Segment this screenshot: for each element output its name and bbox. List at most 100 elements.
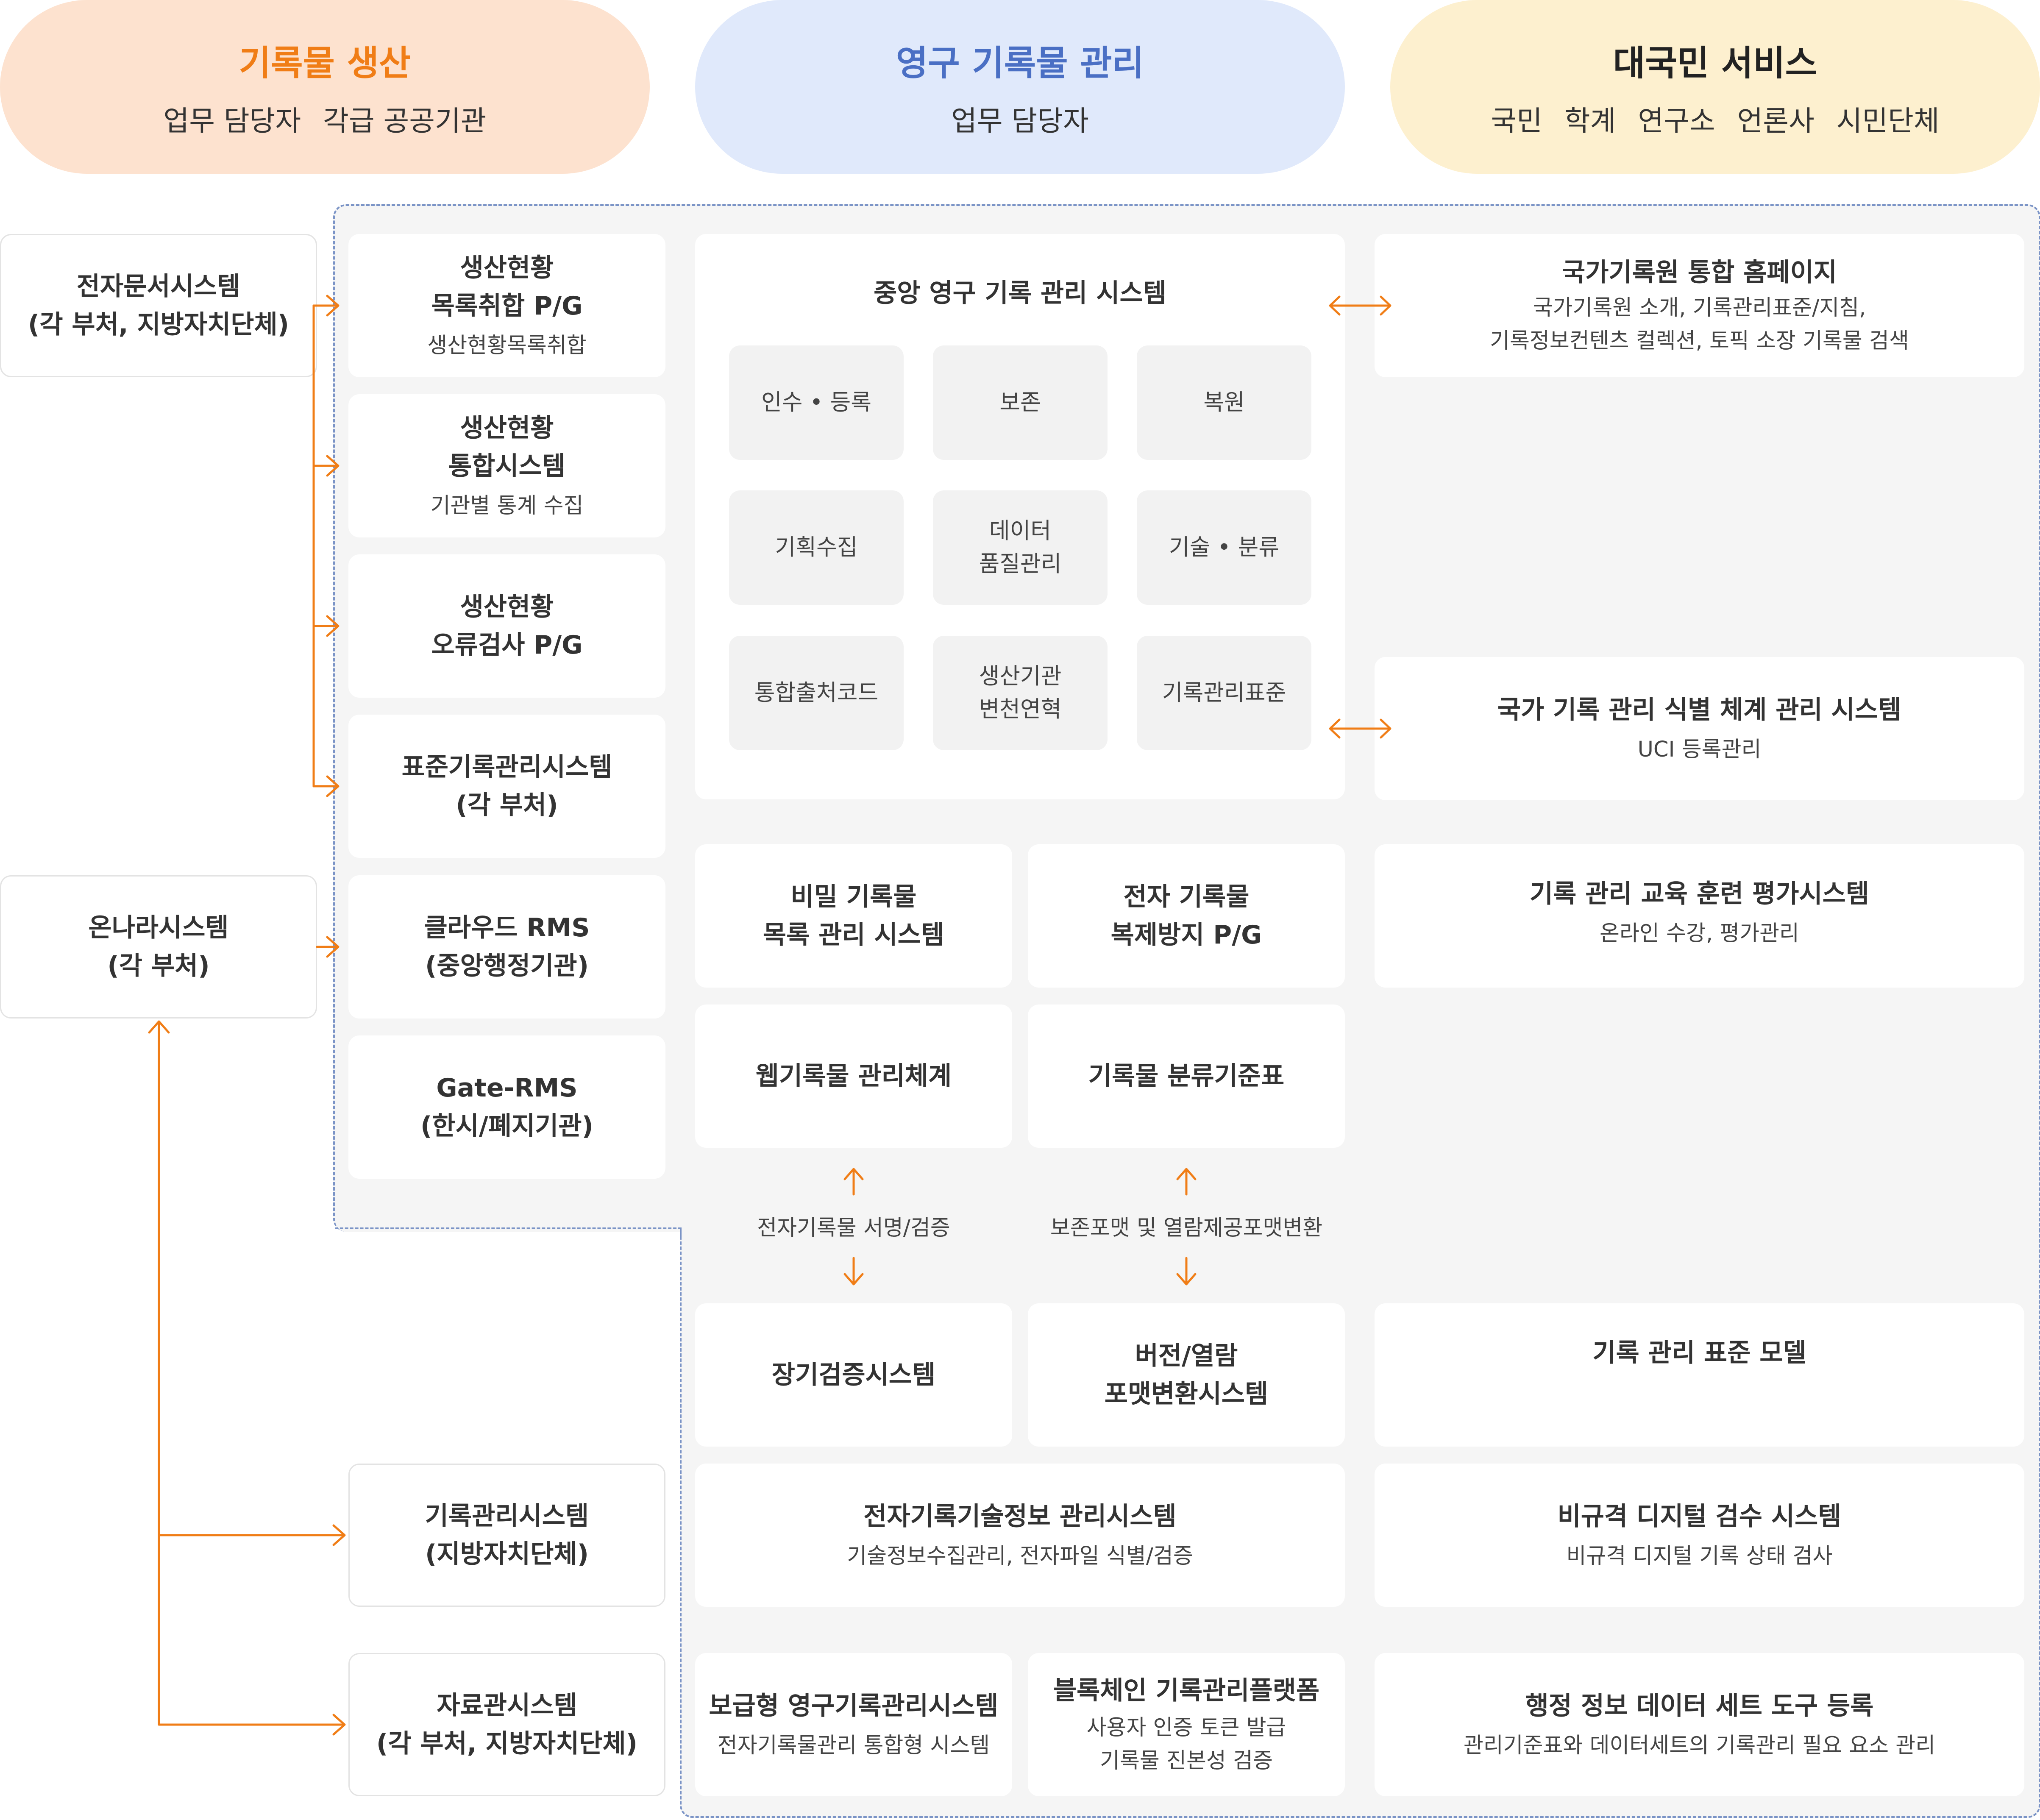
header-production-sub-2: 각급 공공기관 (323, 105, 487, 137)
nonstd-digital-system: 비규격 디지털 검수 시스템 비규격 디지털 기록 상태 검사 (1375, 1464, 2024, 1607)
header-service-sub-1: 국민 (1491, 105, 1542, 137)
integrated-system: 생산현황 통합시스템 기관별 통계 수집 (348, 394, 665, 537)
dist-rms-sub: 전자기록물관리 통합형 시스템 (717, 1733, 990, 1758)
dataset-title: 행정 정보 데이터 세트 도구 등록 (1525, 1691, 1874, 1721)
module-preservation: 보존 (933, 345, 1108, 460)
dist-rms: 보급형 영구기록관리시스템 전자기록물관리 통합형 시스템 (695, 1653, 1012, 1796)
nonstd-title: 비규격 디지털 검수 시스템 (1557, 1502, 1842, 1531)
header-service-subs: 국민 학계 연구소 언론사 시민단체 (1390, 98, 2040, 139)
edu-sub: 온라인 수강, 평가관리 (1600, 921, 1799, 946)
dist-rms-title: 보급형 영구기록관리시스템 (709, 1691, 999, 1721)
edms-trunk-line (312, 304, 318, 788)
blockchain-platform: 블록체인 기록관리플랫폼 사용자 인증 토큰 발급 기록물 진본성 검증 (1028, 1653, 1345, 1796)
module-data-quality: 데이터 품질관리 (933, 490, 1108, 605)
error-check-pg: 생산현황 오류검사 P/G (348, 554, 665, 698)
techinfo-title: 전자기록기술정보 관리시스템 (863, 1502, 1177, 1531)
nonstd-sub: 비규격 디지털 기록 상태 검사 (1566, 1544, 1833, 1569)
cloud-rms-title: 클라우드 RMS (중앙행정기관) (424, 913, 590, 981)
longterm-verify-system: 장기검증시스템 (695, 1303, 1012, 1447)
integrated-system-sub: 기관별 통계 수집 (430, 493, 584, 518)
catalog-pg-sub: 생산현황목록취합 (427, 333, 587, 358)
arrow-to-integrated (312, 455, 340, 477)
uci-title: 국가 기록 관리 식별 체계 관리 시스템 (1497, 695, 1902, 725)
classification-title: 기록물 분류기준표 (1088, 1061, 1285, 1091)
blockchain-title: 블록체인 기록관리플랫폼 (1053, 1676, 1320, 1706)
local-rms-title: 기록관리시스템 (지방자치단체) (425, 1501, 589, 1569)
techinfo-system: 전자기록기술정보 관리시스템 기술정보수집관리, 전자파일 식별/검증 (695, 1464, 1345, 1607)
arrow-to-archive (158, 1714, 346, 1736)
arrow-up-classification (1176, 1168, 1197, 1196)
secret-records-system: 비밀 기록물 목록 관리 시스템 (695, 844, 1012, 988)
error-check-pg-title: 생산현황 오류검사 P/G (431, 592, 583, 660)
module-agency-history: 생산기관 변천연혁 (933, 636, 1108, 750)
header-service-sub-5: 시민단체 (1836, 105, 1940, 137)
source-onnara-title: 온나라시스템 (각 부처) (88, 913, 229, 981)
module-intake: 인수 • 등록 (729, 345, 904, 460)
archive-system-title: 자료관시스템 (각 부처, 지방자치단체) (376, 1691, 638, 1759)
arrow-to-error (312, 615, 340, 637)
biarrow-uci (1329, 718, 1392, 739)
blockchain-sub: 사용자 인증 토큰 발급 기록물 진본성 검증 (1086, 1715, 1286, 1773)
archive-system: 자료관시스템 (각 부처, 지방자치단체) (348, 1653, 665, 1796)
source-edms: 전자문서시스템 (각 부처, 지방자치단체) (0, 234, 317, 377)
nara-homepage-sub: 국가기록원 소개, 기록관리표준/지침, 기록정보컨텐츠 컬렉션, 토픽 소장 … (1490, 295, 1909, 353)
sign-verify-label: 전자기록물 서명/검증 (757, 1216, 950, 1241)
source-onnara: 온나라시스템 (각 부처) (0, 875, 317, 1019)
panel-step-vert (680, 1229, 683, 1238)
copy-protect-title: 전자 기록물 복제방지 P/G (1110, 882, 1262, 950)
header-service: 대국민 서비스 국민 학계 연구소 언론사 시민단체 (1390, 0, 2040, 174)
panel-step (335, 1227, 682, 1231)
header-management-sub-1: 업무 담당자 (951, 105, 1089, 137)
header-production-sub-1: 업무 담당자 (163, 105, 301, 137)
module-provenance-code: 통합출처코드 (729, 636, 904, 750)
arrow-to-catalog (312, 295, 340, 317)
dataset-sub: 관리기준표와 데이터세트의 기록관리 필요 요소 관리 (1463, 1733, 1936, 1758)
module-description: 기술 • 분류 (1137, 490, 1311, 605)
uci-system: 국가 기록 관리 식별 체계 관리 시스템 UCI 등록관리 (1375, 657, 2024, 800)
edu-system: 기록 관리 교육 훈련 평가시스템 온라인 수강, 평가관리 (1375, 844, 2024, 988)
arrow-to-local-rms (158, 1524, 346, 1546)
arrow-down-longterm (843, 1257, 864, 1286)
standard-model-title: 기록 관리 표준 모델 (1592, 1338, 1806, 1368)
arrow-to-standard (312, 775, 340, 797)
format-convert-label: 보존포맷 및 열람제공포맷변환 (1050, 1216, 1323, 1241)
gate-rms-title: Gate-RMS (한시/폐지기관) (420, 1073, 593, 1141)
catalog-pg-title: 생산현황 목록취합 P/G (431, 253, 583, 321)
header-service-sub-3: 연구소 (1638, 105, 1715, 137)
version-convert-title: 버전/열람 포맷변환시스템 (1104, 1341, 1269, 1409)
module-restoration: 복원 (1137, 345, 1311, 460)
catalog-pg: 생산현황 목록취합 P/G 생산현황목록취합 (348, 234, 665, 377)
arrow-to-cloud (316, 936, 340, 958)
edu-title: 기록 관리 교육 훈련 평가시스템 (1529, 879, 1870, 909)
nara-homepage: 국가기록원 통합 홈페이지 국가기록원 소개, 기록관리표준/지침, 기록정보컨… (1375, 234, 2024, 377)
header-management-subs: 업무 담당자 (695, 98, 1345, 139)
techinfo-sub: 기술정보수집관리, 전자파일 식별/검증 (847, 1544, 1193, 1569)
uci-sub: UCI 등록관리 (1637, 737, 1762, 762)
local-rms: 기록관리시스템 (지방자치단체) (348, 1464, 665, 1607)
web-records-system: 웹기록물 관리체계 (695, 1005, 1012, 1148)
web-records-title: 웹기록물 관리체계 (755, 1061, 952, 1091)
secret-records-title: 비밀 기록물 목록 관리 시스템 (763, 882, 945, 950)
header-service-sub-2: 학계 (1564, 105, 1616, 137)
header-service-title: 대국민 서비스 (1613, 43, 1817, 83)
source-edms-title: 전자문서시스템 (각 부처, 지방자치단체) (28, 272, 289, 340)
version-convert-system: 버전/열람 포맷변환시스템 (1028, 1303, 1345, 1447)
integrated-system-title: 생산현황 통합시스템 (448, 413, 565, 481)
header-service-sub-4: 언론사 (1737, 105, 1815, 137)
longterm-verify-title: 장기검증시스템 (771, 1360, 936, 1390)
biarrow-homepage (1329, 295, 1392, 316)
copy-protect-pg: 전자 기록물 복제방지 P/G (1028, 844, 1345, 988)
gate-rms: Gate-RMS (한시/폐지기관) (348, 1035, 665, 1179)
arrow-up-web (843, 1168, 864, 1196)
header-production-title: 기록물 생산 (239, 43, 411, 83)
header-management: 영구 기록물 관리 업무 담당자 (695, 0, 1345, 174)
standard-model: 기록 관리 표준 모델 (1375, 1303, 2024, 1447)
standard-rms-title: 표준기록관리시스템 (각 부처) (401, 752, 612, 820)
module-planned-collection: 기획수집 (729, 490, 904, 605)
arrow-down-version (1176, 1257, 1197, 1286)
nara-homepage-title: 국가기록원 통합 홈페이지 (1562, 258, 1837, 287)
header-production-subs: 업무 담당자 각급 공공기관 (0, 98, 650, 139)
arrow-up-onnara (148, 1020, 170, 1034)
module-standards: 기록관리표준 (1137, 636, 1311, 750)
